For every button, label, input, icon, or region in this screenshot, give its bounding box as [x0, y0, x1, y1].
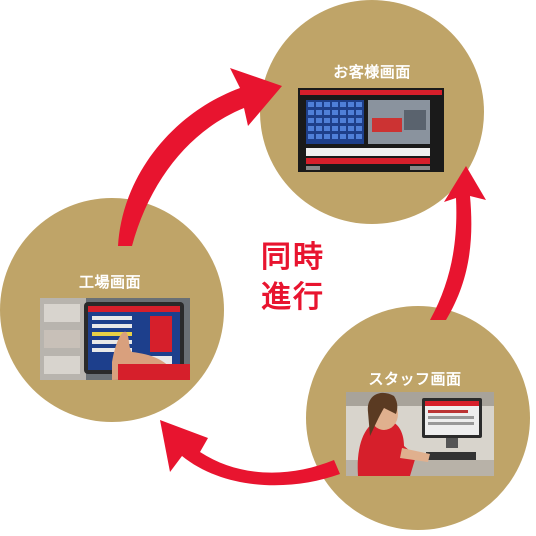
arrow-factory-to-customer — [118, 68, 282, 246]
center-label-line1: 同時 — [261, 240, 325, 275]
factory-screen-image — [40, 298, 190, 380]
factory-screen-label: 工場画面 — [78, 273, 141, 291]
staff-screen-label: スタッフ画面 — [368, 370, 462, 388]
customer-screen-label: お客様画面 — [333, 63, 411, 81]
customer-screen-image — [298, 88, 444, 172]
arrow-staff-to-factory — [160, 420, 340, 486]
center-label-line2: 進行 — [261, 280, 325, 315]
staff-screen-image — [346, 392, 494, 476]
arrow-staff-to-customer — [430, 166, 486, 320]
simultaneous-progress-label: 同時 進行 — [248, 238, 338, 318]
